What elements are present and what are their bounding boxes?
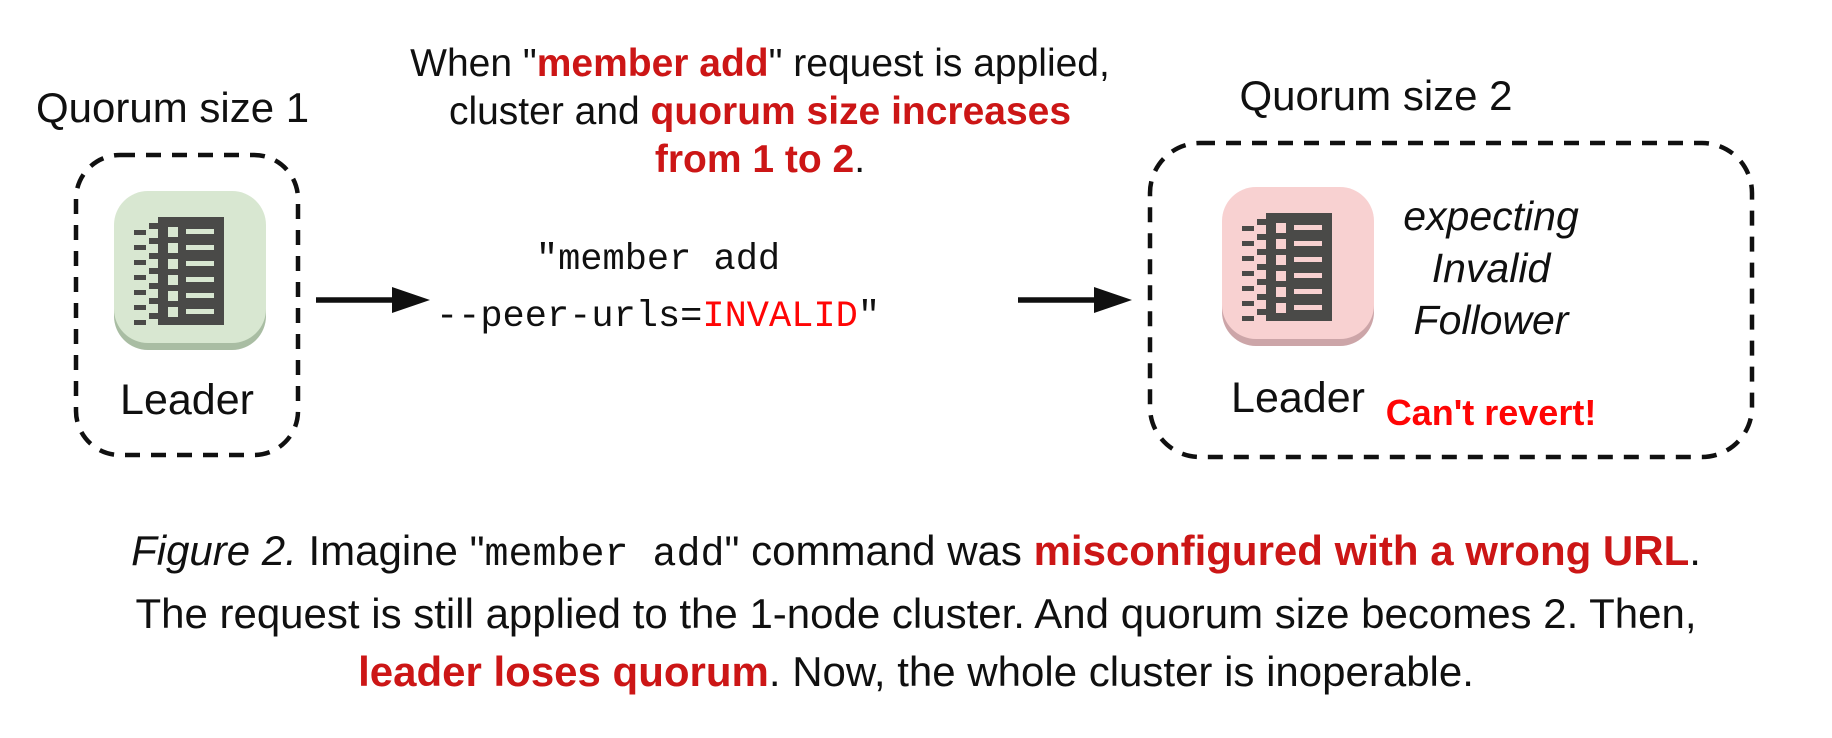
expectation-note: expecting Invalid Follower [1368, 190, 1614, 346]
note-highlight: from 1 to 2 [654, 138, 855, 181]
caption-highlight: leader loses quorum [358, 648, 769, 695]
command-line-1: "member add [535, 239, 781, 281]
figure-caption: Figure 2. Imagine "member add" command w… [0, 522, 1832, 701]
note-text: When " [410, 42, 537, 85]
note-line-2: cluster and quorum size increases [388, 88, 1132, 136]
command-text: --peer-urls= [435, 296, 703, 338]
figure-label: Figure 2. [131, 527, 297, 574]
note-text: . [854, 138, 866, 181]
command-invalid-value: INVALID [702, 296, 858, 338]
note-text: cluster and [448, 90, 651, 133]
caption-text: . Now, the whole cluster is inoperable. [768, 648, 1474, 695]
left-cluster-title: Quorum size 1 [36, 84, 310, 131]
note-highlight: quorum size increases [650, 90, 1072, 133]
caption-line-1: Figure 2. Imagine "member add" command w… [0, 522, 1832, 585]
command-text: " [857, 296, 881, 338]
note-text: " request is applied, [768, 42, 1110, 85]
cant-revert-warning: Can't revert! [1385, 392, 1597, 433]
arrow-right-icon [1018, 287, 1132, 313]
caption-command: member add [484, 533, 725, 578]
caption-text: " command was [724, 527, 1034, 574]
right-cluster-box [1147, 140, 1755, 460]
server-log-icon [114, 191, 266, 350]
caption-line-2: The request is still applied to the 1-no… [135, 590, 1697, 637]
member-add-note: When "member add" request is applied, cl… [388, 40, 1132, 184]
left-cluster-box [73, 152, 301, 458]
note-line-3: from 1 to 2. [388, 136, 1132, 184]
right-node-label: Leader [1231, 374, 1365, 422]
expectation-line: Invalid [1431, 245, 1551, 291]
caption-line-3: leader loses quorum. Now, the whole clus… [0, 643, 1832, 701]
left-node-label: Leader [120, 376, 254, 424]
expectation-line: expecting [1403, 193, 1579, 239]
caption-highlight: misconfigured with a wrong URL [1033, 527, 1690, 574]
command-line-2: --peer-urls=INVALID" [398, 289, 918, 346]
caption-text: . [1689, 527, 1701, 574]
arrow-right-icon [316, 287, 430, 313]
member-add-command: "member add --peer-urls=INVALID" [398, 232, 918, 346]
caption-text: Imagine " [296, 527, 485, 574]
server-log-icon [1222, 187, 1374, 346]
right-cluster-title: Quorum size 2 [1239, 72, 1513, 119]
note-line-1: When "member add" request is applied, [388, 40, 1132, 88]
note-highlight: member add [536, 42, 769, 85]
expectation-line: Follower [1413, 297, 1569, 343]
